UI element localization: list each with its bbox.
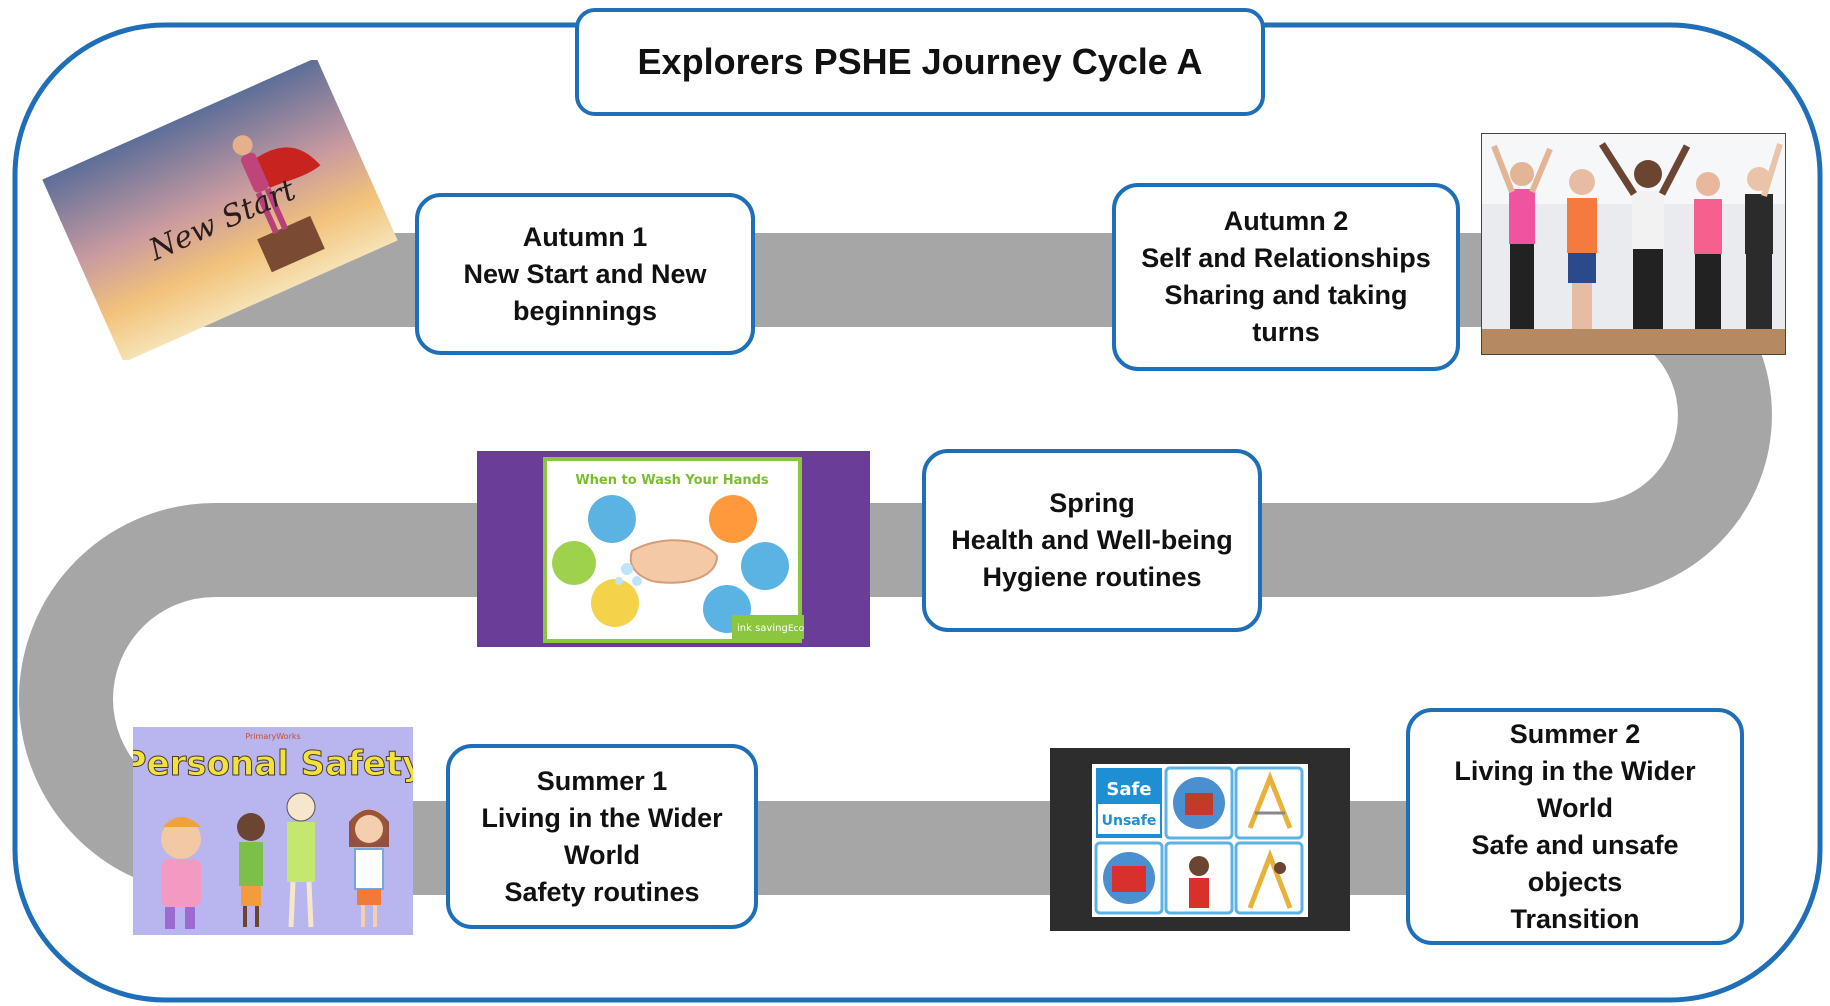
poster-brand: PrimaryWorks — [245, 732, 300, 741]
dancers-photo — [1481, 133, 1786, 355]
stage-line: World — [564, 839, 640, 870]
stage-line: Living in the Wider — [481, 802, 723, 833]
stage-card-autumn1: Autumn 1 New Start and New beginnings — [415, 193, 755, 355]
stage-heading: Summer 2 — [1509, 718, 1641, 749]
page-title: Explorers PSHE Journey Cycle A — [575, 8, 1265, 116]
stage-line: Safe and unsafe — [1471, 829, 1679, 860]
stage-line: Living in the Wider — [1454, 755, 1696, 786]
stage-card-autumn2: Autumn 2 Self and Relationships Sharing … — [1112, 183, 1460, 371]
stage-line: objects — [1527, 866, 1623, 897]
stage-line: beginnings — [513, 295, 657, 326]
stage-line: Hygiene routines — [982, 562, 1202, 592]
stage-line: Transition — [1510, 903, 1640, 934]
personal-safety-poster: PrimaryWorks Personal Safety — [133, 727, 413, 935]
stage-heading: Autumn 1 — [522, 221, 648, 252]
safe-unsafe-cards: Safe Unsafe — [1050, 748, 1350, 931]
stage-heading: Summer 1 — [536, 765, 668, 796]
poster-footer-right: Eco — [788, 624, 805, 634]
poster-title: When to Wash Your Hands — [575, 473, 769, 488]
stage-card-summer1: Summer 1 Living in the Wider World Safet… — [446, 744, 758, 929]
stage-line: Sharing and taking — [1164, 280, 1408, 310]
stage-card-spring: Spring Health and Well-being Hygiene rou… — [922, 449, 1262, 632]
stage-line: World — [1537, 792, 1613, 823]
stage-line: New Start and New — [463, 258, 707, 289]
stage-line: Health and Well-being — [951, 525, 1233, 555]
stage-line: turns — [1252, 317, 1320, 347]
stage-line: Safety routines — [504, 876, 700, 907]
stage-heading: Spring — [1049, 488, 1135, 518]
stage-heading: Autumn 2 — [1223, 206, 1349, 236]
unsafe-label: Unsafe — [1102, 813, 1157, 829]
stage-line: Self and Relationships — [1141, 243, 1431, 273]
poster-heading: Personal Safety — [133, 744, 413, 784]
hand-washing-poster: When to Wash Your Hands ink saving Eco — [477, 451, 870, 647]
new-start-image: New Start — [30, 60, 410, 360]
poster-footer-left: ink saving — [737, 623, 788, 634]
stage-card-summer2: Summer 2 Living in the Wider World Safe … — [1406, 708, 1744, 945]
safe-label: Safe — [1106, 779, 1151, 800]
